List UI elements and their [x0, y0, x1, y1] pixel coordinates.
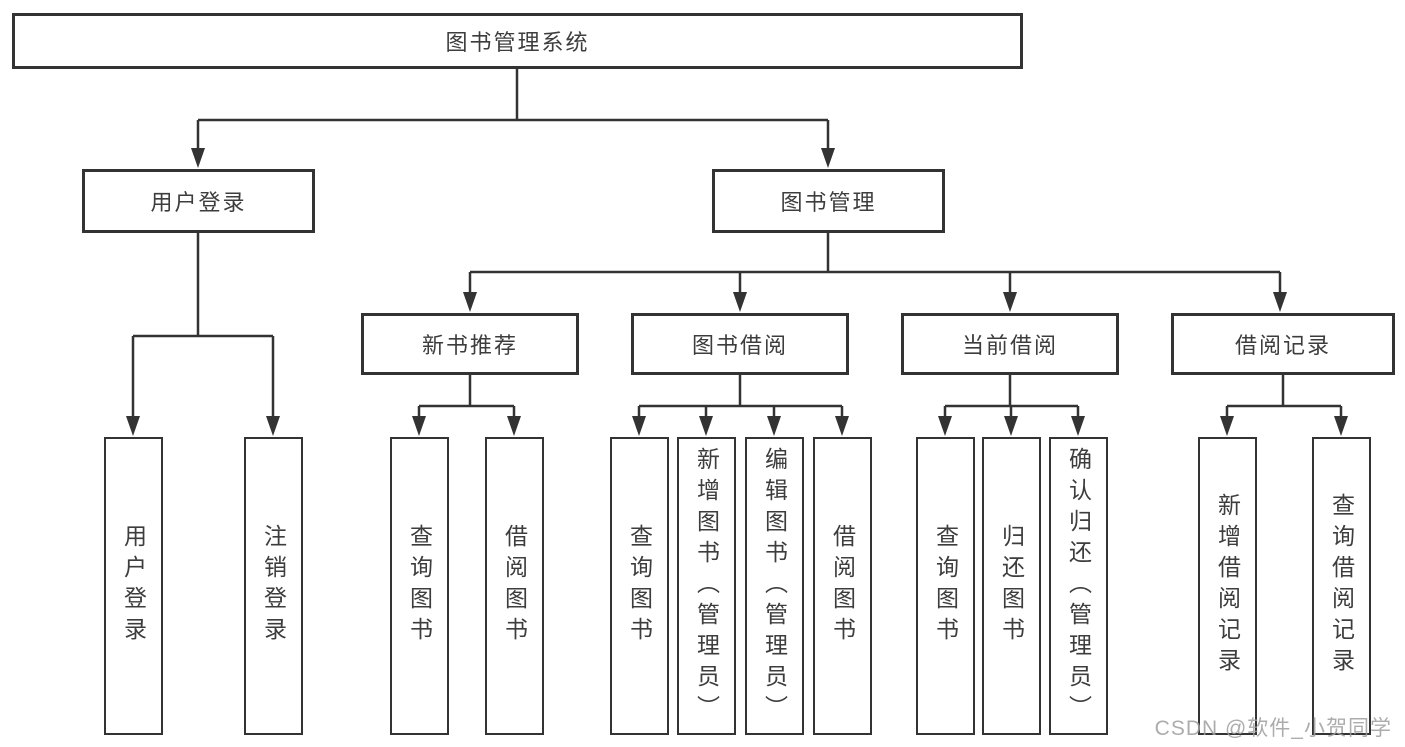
arrow-down-icon — [632, 416, 646, 436]
arrow-down-icon — [1071, 416, 1085, 436]
arrow-down-icon — [126, 416, 140, 436]
arrow-down-icon — [1004, 416, 1018, 436]
node-borrow-records: 借阅记录 — [1171, 313, 1395, 375]
connector-bookborrow-to-leaves — [637, 375, 844, 418]
node-root-library-system: 图书管理系统 — [12, 13, 1023, 69]
node-user-login: 用户登录 — [82, 169, 315, 233]
connector-currentborrow-to-leaves — [943, 375, 1080, 418]
arrow-down-icon — [412, 416, 426, 436]
leaf-records-add-record: 新增借阅记录 — [1198, 437, 1257, 735]
connector-root-to-level2 — [196, 69, 830, 150]
connector-newbook-to-leaves — [417, 375, 516, 418]
arrow-down-icon — [733, 292, 747, 312]
arrow-down-icon — [507, 416, 521, 436]
arrow-down-icon — [191, 148, 205, 168]
arrow-down-icon — [1273, 292, 1287, 312]
node-book-borrow: 图书借阅 — [631, 313, 849, 375]
leaf-borrow-query-books: 查询图书 — [610, 437, 669, 735]
leaf-borrow-borrow-books: 借阅图书 — [813, 437, 872, 735]
leaf-borrow-add-books-admin: 新增图书（管理员） — [677, 437, 736, 735]
leaf-borrow-edit-books-admin: 编辑图书（管理员） — [745, 437, 804, 735]
leaf-current-confirm-return-admin: 确认归还（管理员） — [1049, 437, 1108, 735]
arrowheads — [126, 148, 1348, 436]
node-book-management: 图书管理 — [712, 169, 945, 233]
leaf-logout: 注销登录 — [244, 437, 303, 735]
connector-bookmgmt-to-level3 — [468, 233, 1282, 294]
connector-borrowrecords-to-leaves — [1225, 375, 1343, 418]
arrow-down-icon — [1220, 416, 1234, 436]
node-current-borrow: 当前借阅 — [901, 313, 1119, 375]
arrow-down-icon — [1334, 416, 1348, 436]
arrow-down-icon — [699, 416, 713, 436]
connector-userlogin-to-leaves — [131, 233, 275, 418]
csdn-watermark: CSDN @软件_小贺同学 — [1154, 717, 1392, 740]
node-new-book-recommend: 新书推荐 — [361, 313, 579, 375]
arrow-down-icon — [938, 416, 952, 436]
leaf-newbook-borrow-books: 借阅图书 — [485, 437, 544, 735]
leaf-user-login: 用户登录 — [104, 437, 163, 735]
arrow-down-icon — [821, 148, 835, 168]
arrow-down-icon — [266, 416, 280, 436]
arrow-down-icon — [767, 416, 781, 436]
arrow-down-icon — [463, 292, 477, 312]
leaf-newbook-query-books: 查询图书 — [390, 437, 449, 735]
leaf-current-return-books: 归还图书 — [982, 437, 1041, 735]
leaf-current-query-books: 查询图书 — [916, 437, 975, 735]
leaf-records-query-record: 查询借阅记录 — [1312, 437, 1371, 735]
arrow-down-icon — [1003, 292, 1017, 312]
arrow-down-icon — [835, 416, 849, 436]
